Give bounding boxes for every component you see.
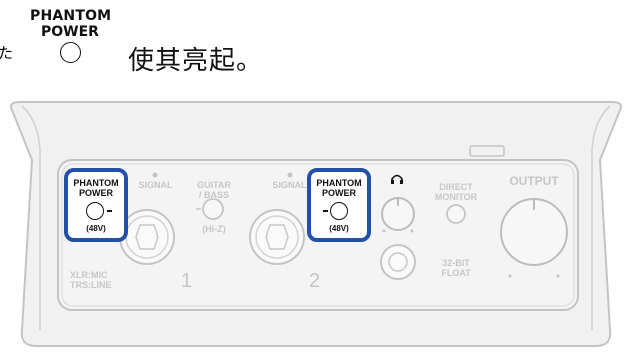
direct-monitor-label-line1: DIRECT [439,182,473,192]
direct-monitor-label-line2: MONITOR [434,192,478,202]
signal-label-right: SIGNAL [272,180,307,190]
audio-interface-front-panel: SIGNAL SIGNAL GUITAR / BASS (Hi-Z) XLR:M… [0,90,632,354]
inline-phantom-power-button: PHANTOM POWER [30,8,112,63]
phantom-power-right-label-line1: PHANTOM [316,178,362,188]
inline-button-label-line1: PHANTOM [30,8,112,24]
phantom-power-right-voltage: (48V) [329,224,349,233]
output-label: OUTPUT [509,174,559,188]
inline-button-label-line2: POWER [41,24,99,40]
phantom-power-right-connector [323,210,328,212]
guitar-bass-label-line2: / BASS [198,190,229,200]
phantom-power-left-label-line1: PHANTOM [73,178,119,188]
phantom-power-left-label-line2: POWER [78,188,113,198]
phantom-power-highlight-left: PHANTOM POWER (48V) [64,168,128,242]
phantom-power-left-button[interactable] [86,202,104,220]
bit-float-label-line2: FLOAT [441,268,471,278]
phantom-power-right-label-line2: POWER [321,188,356,198]
phantom-power-highlight-right: PHANTOM POWER (48V) [307,168,371,242]
instruction-text: 使其亮起。 [128,46,264,76]
trs-line-label: TRS:LINE [70,280,112,290]
channel-2-number: 2 [309,270,321,292]
headphone-icon [390,173,404,185]
signal-label-left: SIGNAL [138,180,173,190]
phantom-power-left-voltage: (48V) [86,224,106,233]
bit-float-label-line1: 32-BIT [442,258,470,268]
instruction-leading-mark: た [0,44,14,62]
inline-button-circle-icon [59,42,81,63]
instruction-row: た PHANTOM POWER 使其亮起。 [0,0,632,78]
guitar-bass-label-line1: GUITAR [197,180,231,190]
hi-z-label: (Hi-Z) [202,224,226,234]
channel-1-number: 1 [181,270,193,292]
xlr-mic-label: XLR:MIC [70,270,108,280]
phantom-power-right-button[interactable] [330,202,348,220]
phantom-power-left-connector [107,210,112,212]
